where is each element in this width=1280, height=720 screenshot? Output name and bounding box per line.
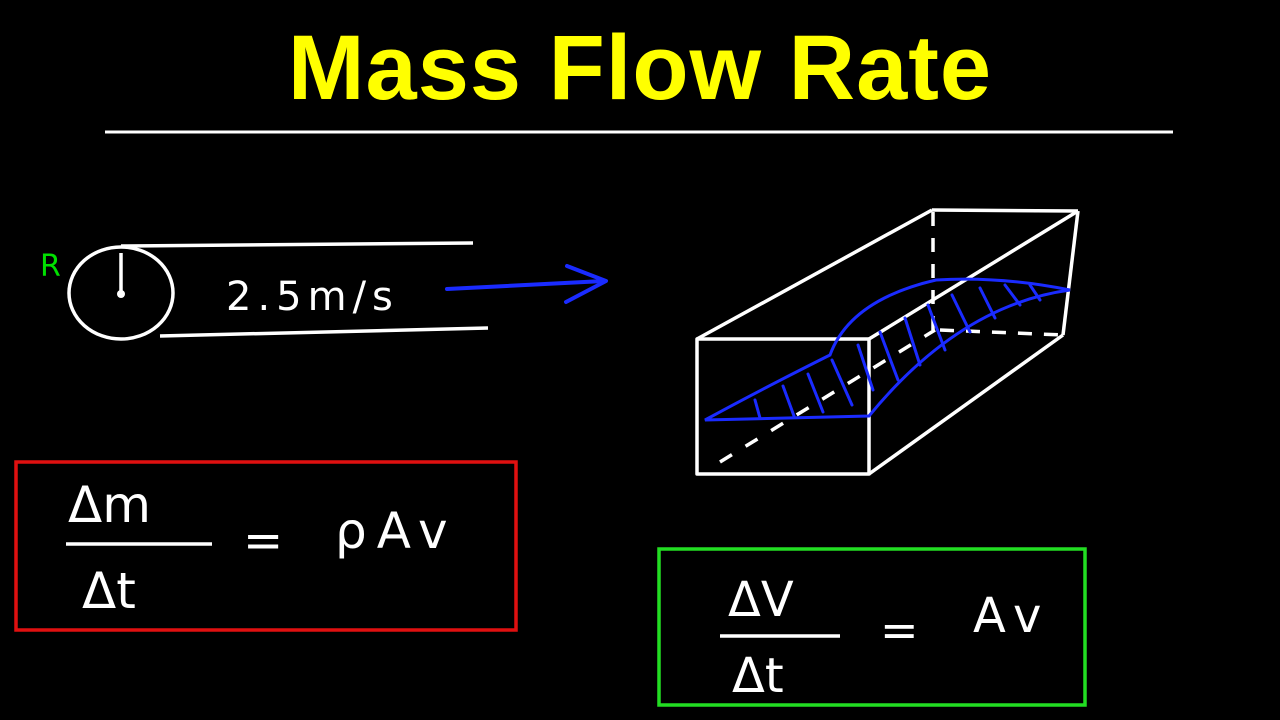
channel-bottom-right-edge [867,333,1065,476]
cross-section-slice [704,277,1071,422]
pipe-opening [67,245,175,341]
channel-front-face [695,337,871,476]
flow-arrow-icon [445,264,608,304]
mass-equals-sign: = [243,513,283,569]
pipe-diagram: R 2.5m/s [40,241,489,341]
pipe-top-edge [120,241,474,248]
channel-back-right-edge [1061,210,1080,336]
mass-rhs: ρAv [335,502,458,560]
channel-top-right-edge [868,209,1079,341]
channel-hidden-back-bottom [939,328,1064,337]
mass-flow-formula: Δm Δt = ρAv [14,460,518,632]
channel-diagram [695,208,1080,476]
volume-flow-formula: ΔV Δt = Av [657,547,1087,707]
pipe-center-dot [117,290,125,298]
speed-label: 2.5m/s [226,274,399,320]
volume-formula-frame [657,547,1087,707]
channel-back-top-edge [931,208,1079,213]
mass-formula-frame [14,460,518,632]
mass-numerator: Δm [68,476,151,534]
pipe-bottom-edge [159,326,489,338]
volume-denominator: Δt [732,648,784,704]
volume-numerator: ΔV [728,572,794,628]
channel-hidden-bottom-left [719,328,936,464]
volume-rhs: Av [973,588,1051,644]
radius-label: R [40,249,61,284]
mass-denominator: Δt [82,562,136,620]
page-title: Mass Flow Rate [287,17,993,119]
channel-top-left-edge [696,208,933,341]
volume-equals-sign: = [880,603,919,657]
